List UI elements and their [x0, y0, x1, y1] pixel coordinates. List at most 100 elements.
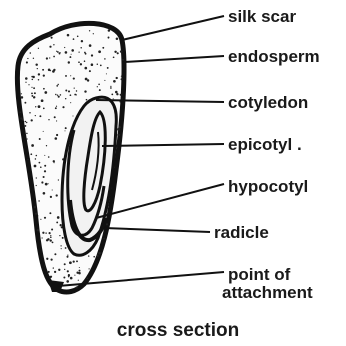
endosperm-speckle: [117, 128, 120, 131]
endosperm-speckle: [73, 261, 75, 263]
endosperm-speckle: [56, 120, 57, 121]
endosperm-speckle: [121, 78, 123, 80]
endosperm-speckle: [111, 93, 113, 95]
endosperm-speckle: [40, 39, 41, 40]
endosperm-speckle: [78, 280, 79, 281]
endosperm-speckle: [84, 90, 86, 92]
endosperm-speckle: [121, 76, 122, 77]
endosperm-speckle: [89, 70, 91, 72]
endosperm-speckle: [114, 51, 116, 53]
endosperm-speckle: [99, 89, 101, 91]
endosperm-speckle: [27, 138, 28, 139]
endosperm-speckle: [56, 85, 58, 87]
endosperm-speckle: [76, 286, 78, 288]
endosperm-speckle: [64, 130, 65, 131]
endosperm-speckle: [61, 248, 62, 249]
endosperm-speckle: [44, 170, 46, 172]
endosperm-speckle: [58, 96, 60, 98]
endosperm-speckle: [81, 40, 83, 42]
endosperm-speckle: [33, 96, 35, 98]
endosperm-speckle: [108, 38, 109, 39]
label-endosperm: endosperm: [228, 47, 320, 66]
endosperm-speckle: [66, 256, 68, 258]
endosperm-speckle: [73, 78, 75, 80]
label-silk-scar: silk scar: [228, 7, 296, 26]
endosperm-speckle: [100, 65, 102, 67]
endosperm-speckle: [30, 52, 32, 54]
endosperm-speckle: [29, 112, 31, 114]
endosperm-speckle: [89, 44, 92, 47]
endosperm-speckle: [76, 272, 78, 274]
endosperm-speckle: [56, 194, 58, 196]
endosperm-speckle: [97, 64, 98, 65]
endosperm-speckle: [35, 63, 37, 65]
endosperm-speckle: [79, 270, 81, 272]
endosperm-speckle: [55, 94, 56, 95]
endosperm-speckle: [41, 181, 43, 183]
endosperm-speckle: [21, 96, 24, 99]
endosperm-speckle: [39, 138, 41, 140]
endosperm-speckle: [80, 63, 82, 65]
endosperm-speckle: [38, 48, 39, 49]
silk-scar-leader: [122, 16, 224, 40]
endosperm-speckle: [24, 125, 26, 127]
endosperm-speckle: [44, 266, 45, 267]
endosperm-speckle: [78, 61, 80, 63]
endosperm-speckle: [49, 57, 50, 58]
endosperm-speckle: [26, 133, 28, 135]
endosperm-speckle: [38, 200, 39, 201]
endosperm-speckle: [113, 56, 115, 58]
endosperm-speckle: [34, 92, 36, 94]
endosperm-speckle: [37, 215, 38, 216]
endosperm-speckle: [44, 91, 47, 94]
endosperm-speckle: [122, 98, 123, 99]
endosperm-speckle: [91, 63, 94, 66]
endosperm-speckle: [93, 33, 94, 34]
endosperm-speckle: [97, 86, 98, 87]
endosperm-speckle: [104, 58, 106, 60]
endosperm-speckle: [53, 44, 54, 45]
endosperm-speckle: [107, 67, 109, 69]
endosperm-speckle: [77, 36, 79, 38]
endosperm-speckle: [117, 52, 119, 54]
endosperm-speckle: [102, 47, 104, 49]
endosperm-speckle: [65, 128, 66, 129]
endosperm-speckle: [120, 50, 122, 52]
endosperm-speckle: [54, 271, 56, 273]
endosperm-speckle: [45, 183, 48, 186]
endosperm-speckle: [62, 106, 64, 108]
endosperm-speckle: [71, 54, 72, 55]
endosperm-speckle: [122, 59, 124, 61]
endosperm-speckle: [49, 232, 51, 234]
endosperm-speckle: [98, 252, 101, 255]
endosperm-speckle: [69, 261, 72, 264]
endosperm-leader: [124, 56, 224, 62]
endosperm-speckle: [51, 37, 53, 39]
endosperm-speckle: [44, 165, 46, 167]
endosperm-speckle: [48, 183, 49, 184]
endosperm-speckle: [72, 115, 73, 116]
endosperm-speckle: [31, 95, 33, 97]
endosperm-speckle: [39, 115, 41, 117]
endosperm-speckle: [27, 58, 28, 59]
radicle-leader: [104, 228, 210, 232]
endosperm-speckle: [54, 116, 56, 118]
endosperm-speckle: [58, 269, 60, 271]
endosperm-speckle: [26, 122, 27, 123]
endosperm-speckle: [76, 260, 78, 262]
endosperm-speckle: [44, 217, 46, 219]
label-epicotyl: epicotyl .: [228, 135, 302, 154]
endosperm-speckle: [65, 51, 68, 54]
endosperm-speckle: [31, 119, 33, 121]
endosperm-speckle: [31, 87, 32, 88]
endosperm-speckle: [25, 77, 28, 80]
endosperm-speckle: [28, 84, 29, 85]
endosperm-speckle: [116, 93, 118, 95]
endosperm-speckle: [58, 179, 59, 180]
endosperm-speckle: [31, 93, 33, 95]
endosperm-speckle: [52, 70, 55, 73]
endosperm-speckle: [51, 259, 53, 261]
endosperm-speckle: [86, 99, 88, 101]
endosperm-speckle: [64, 47, 65, 48]
